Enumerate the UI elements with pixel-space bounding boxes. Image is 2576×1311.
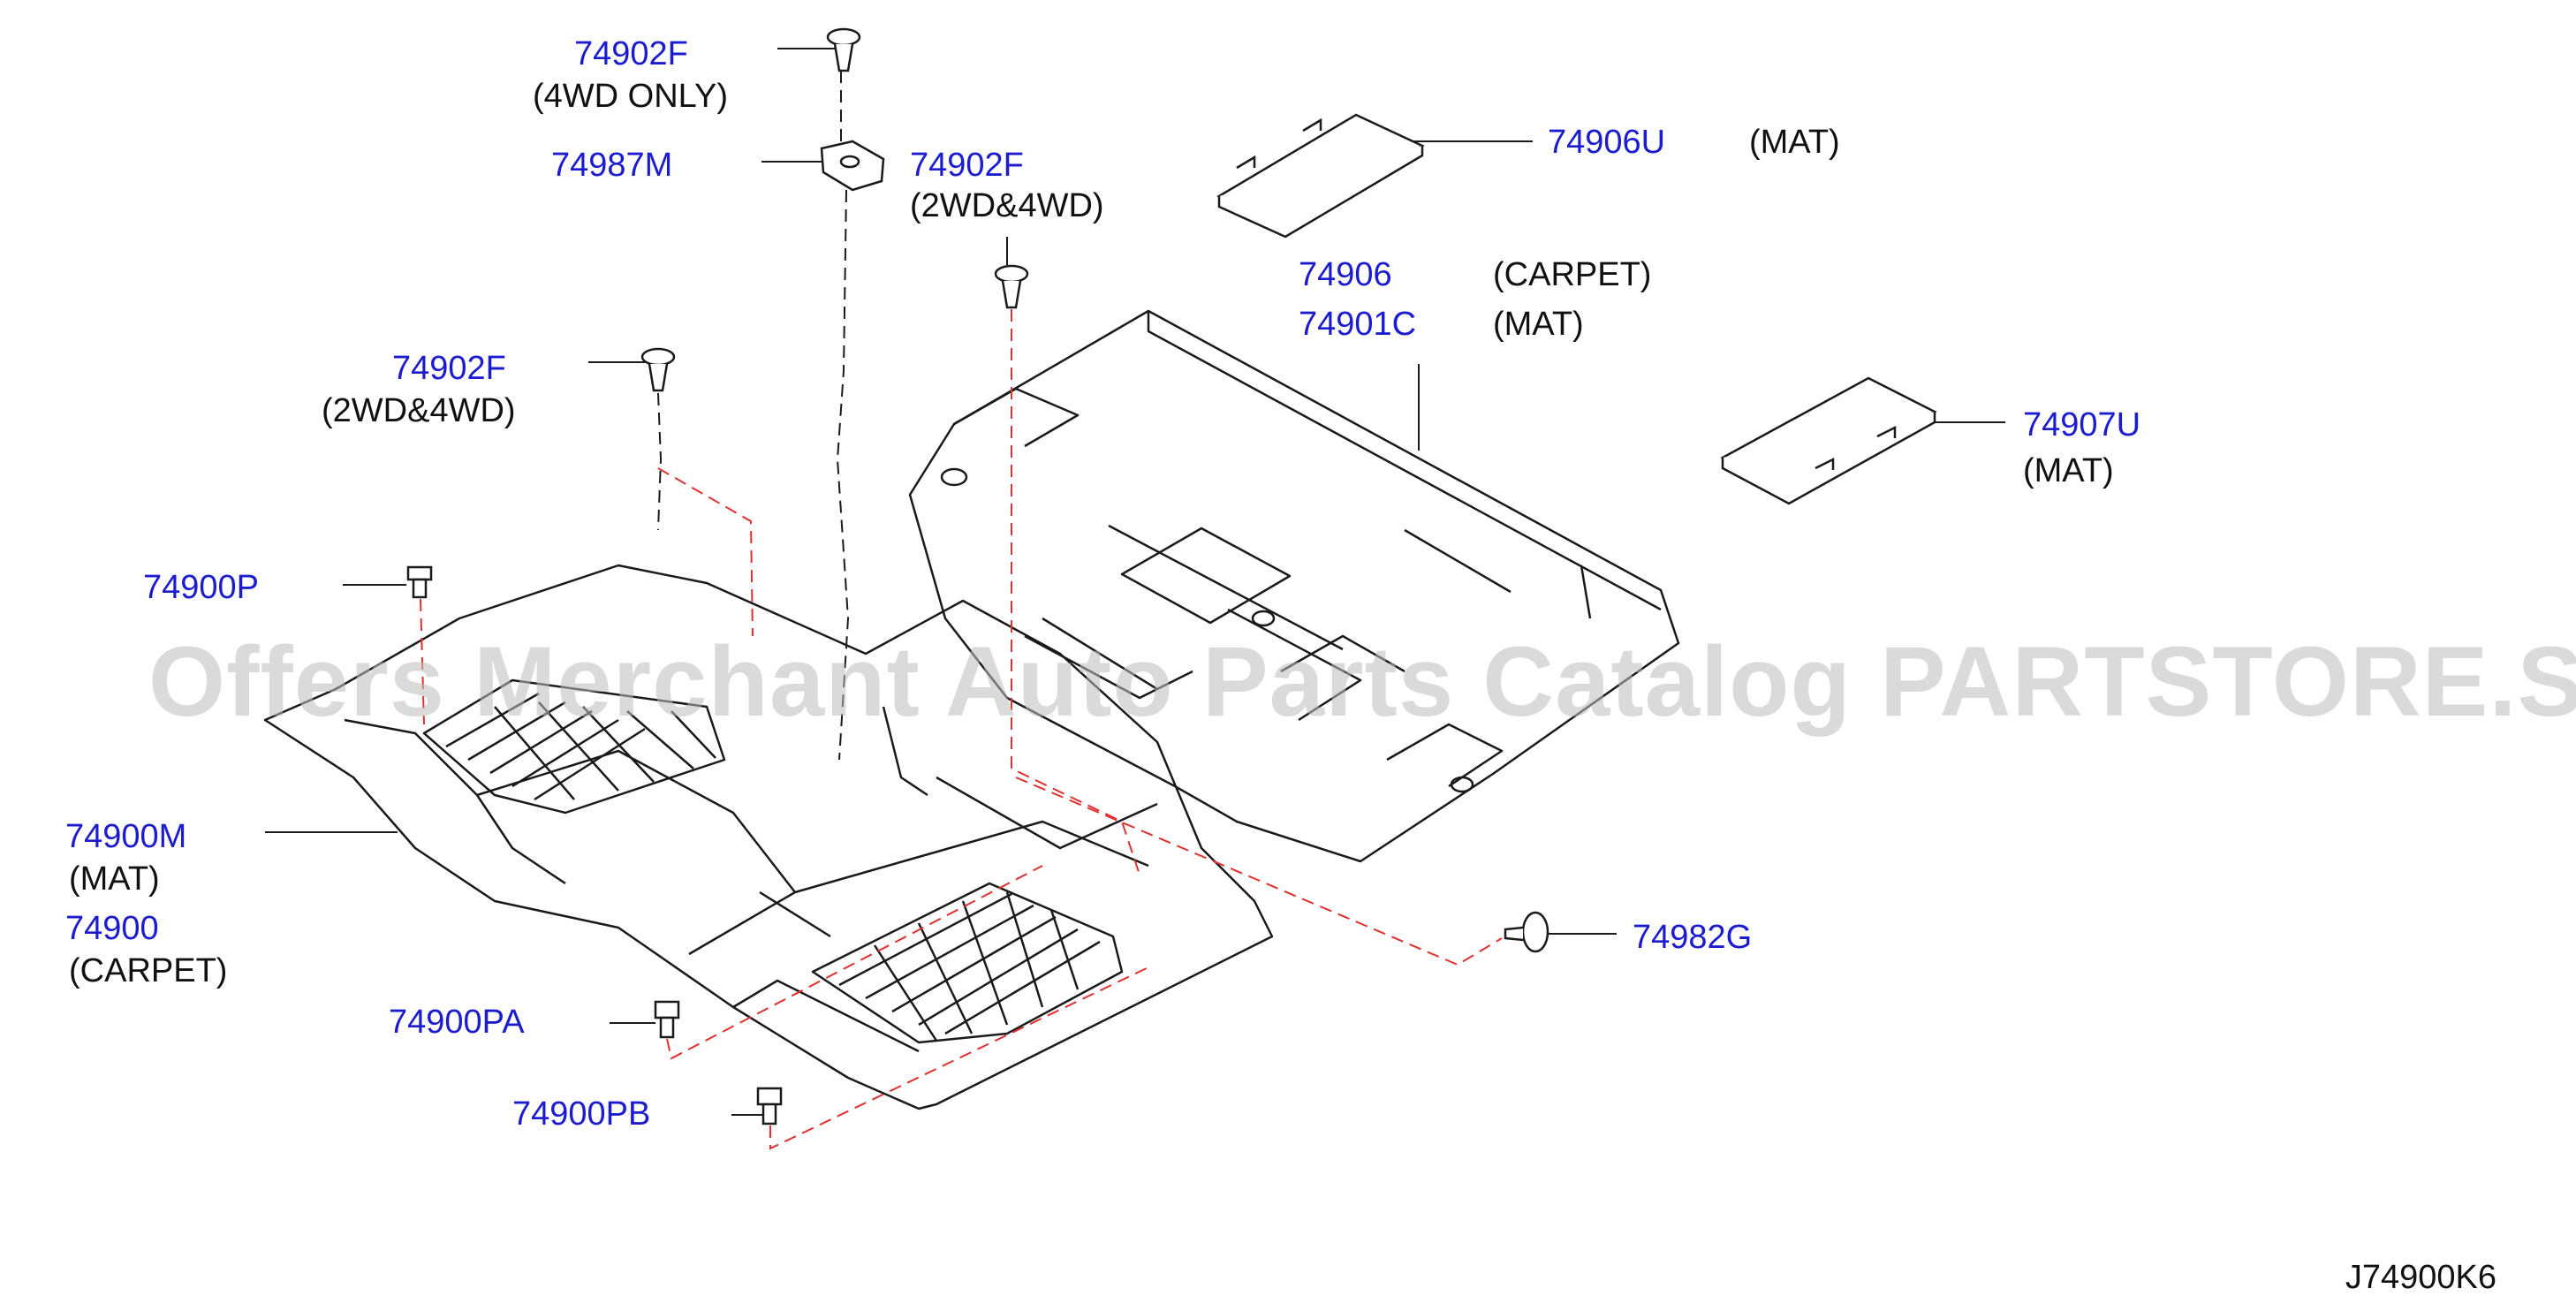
- dash-black-74902f-top: [836, 71, 850, 761]
- fasteners: [406, 27, 1549, 1125]
- dash-red-74982g: [1015, 777, 1503, 966]
- label-74907u[interactable]: 74907U: [2023, 406, 2141, 443]
- label-74906[interactable]: 74906: [1299, 256, 1392, 293]
- clip-74902f-left-icon: [640, 347, 676, 392]
- label-74902f-mid[interactable]: 74902F: [910, 147, 1024, 184]
- mats-small: [1216, 113, 1937, 505]
- diagram-code: J74900K6: [2345, 1259, 2496, 1296]
- leader-lines: [265, 48, 2005, 1116]
- label-74906u[interactable]: 74906U: [1548, 124, 1666, 161]
- dash-red-74900p: [420, 598, 425, 725]
- note-74906: (CARPET): [1493, 256, 1652, 293]
- label-74900p[interactable]: 74900P: [143, 569, 260, 606]
- dash-red-74900pb: [769, 966, 1149, 1150]
- label-74900pa[interactable]: 74900PA: [389, 1004, 525, 1041]
- note-74906u: (MAT): [1749, 124, 1840, 161]
- note-74902f-left: (2WD&4WD): [322, 392, 516, 429]
- bracket-74987m-icon: [820, 140, 885, 192]
- dash-red-74902f-mid: [1011, 309, 1140, 875]
- label-74902f-top[interactable]: 74902F: [574, 35, 688, 72]
- clip-74900pa-icon: [654, 1000, 680, 1039]
- dash-red-74902f-left: [657, 467, 754, 637]
- clip-74982g-icon: [1504, 911, 1549, 953]
- note-74900: (CARPET): [69, 952, 228, 989]
- clip-74900pb-icon: [756, 1087, 783, 1125]
- mat-74906u: [1216, 113, 1425, 239]
- clip-74902f-top-icon: [826, 27, 861, 72]
- label-74982g[interactable]: 74982G: [1633, 919, 1753, 956]
- clip-74902f-mid-icon: [994, 264, 1029, 309]
- label-74900m[interactable]: 74900M: [65, 818, 187, 855]
- note-74907u: (MAT): [2023, 452, 2114, 489]
- watermark-text: Offers Merchant Auto Parts Catalog PARTS…: [148, 626, 2576, 737]
- note-74900m: (MAT): [69, 860, 160, 898]
- dash-red-74900pa: [666, 865, 1043, 1060]
- label-74902f-left[interactable]: 74902F: [392, 350, 506, 387]
- note-74901c: (MAT): [1493, 306, 1584, 343]
- note-74902f-mid: (2WD&4WD): [910, 187, 1104, 224]
- clip-74900p-icon: [406, 565, 433, 599]
- dash-black-74902f-left: [657, 392, 663, 531]
- front-right-mat-grid: [811, 882, 1124, 1044]
- front-left-mat-grid: [422, 678, 726, 815]
- label-74901c[interactable]: 74901C: [1299, 306, 1417, 343]
- rear-floor-carpet: [908, 309, 1680, 863]
- label-74900[interactable]: 74900: [65, 910, 159, 947]
- front-floor-carpet: [263, 564, 1274, 1110]
- label-74900pb[interactable]: 74900PB: [512, 1095, 651, 1133]
- label-74987m[interactable]: 74987M: [551, 147, 673, 184]
- dashed-lines: [420, 71, 1503, 1150]
- note-74902f-top: (4WD ONLY): [533, 78, 728, 115]
- mat-74907u: [1720, 376, 1937, 505]
